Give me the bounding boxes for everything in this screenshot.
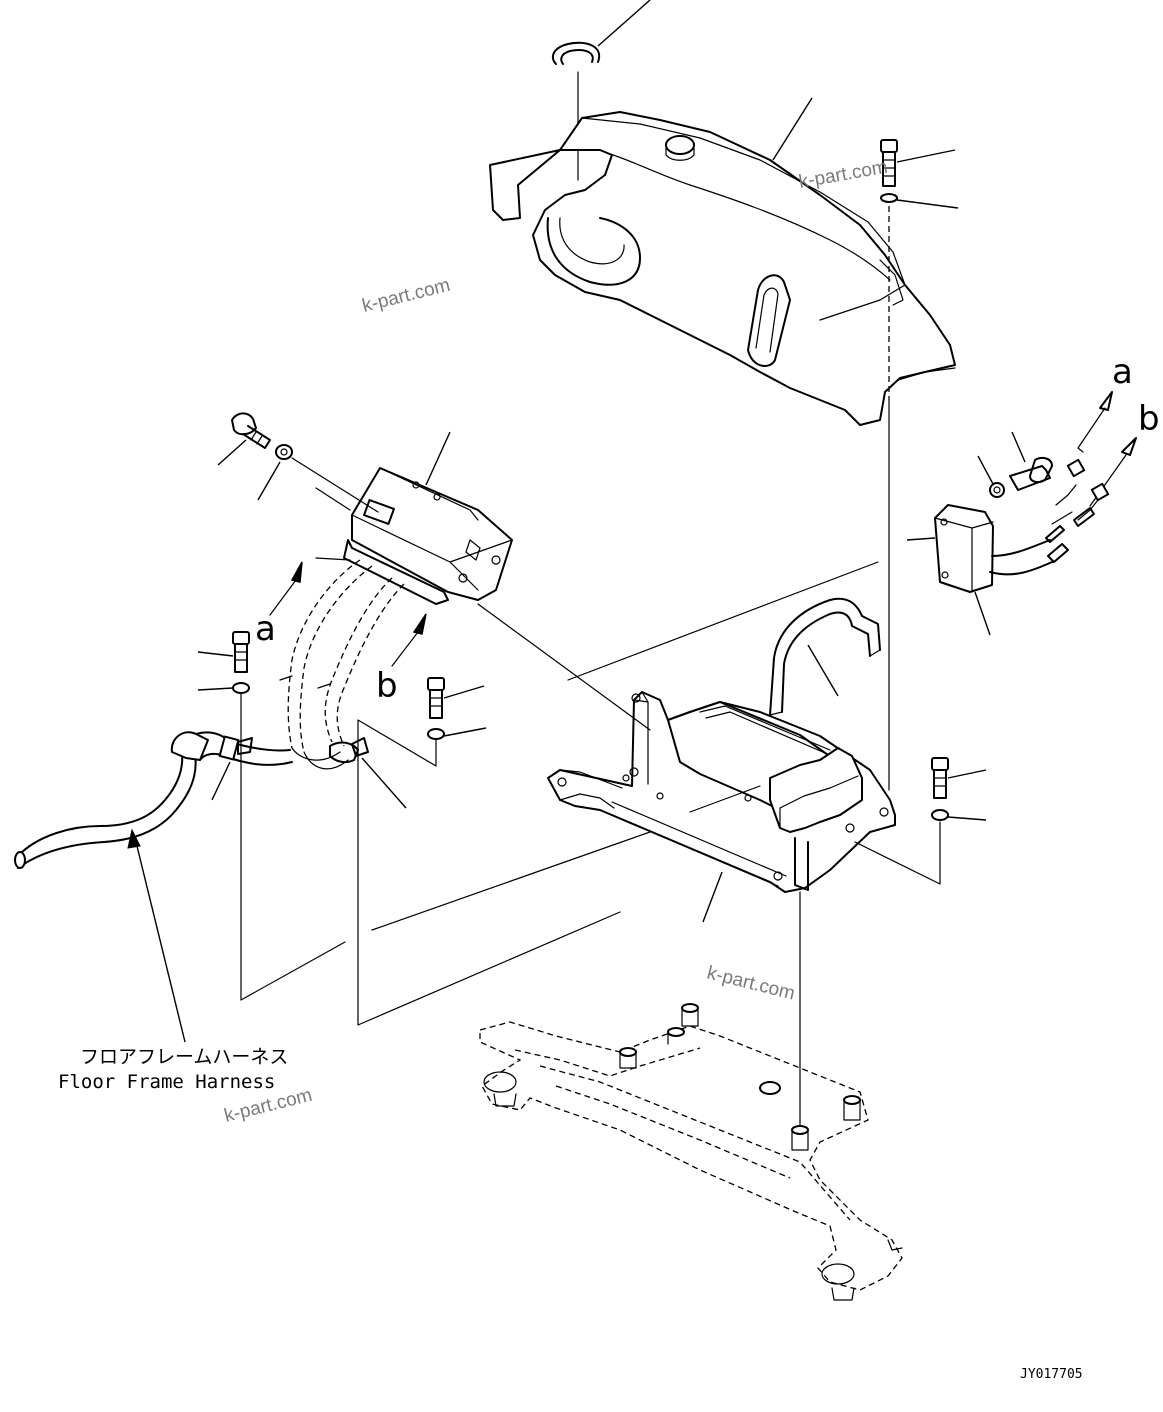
watermark-3: k-part.com (705, 962, 797, 1004)
callout-left: a b (255, 557, 427, 706)
harness-label: フロアフレームハーネス Floor Frame Harness (58, 1046, 288, 1093)
harness-label-japanese: フロアフレームハーネス (80, 1046, 288, 1068)
drawing-code: JY017705 (1020, 1367, 1083, 1382)
callout-upper-right: a b (1077, 352, 1160, 507)
floor-frame (479, 1003, 903, 1301)
harness-wires (279, 559, 405, 770)
callout-b-left: b (376, 666, 398, 706)
watermark-2: k-part.com (360, 275, 452, 317)
mounting-tray (371, 561, 896, 931)
harness-label-english: Floor Frame Harness (58, 1071, 275, 1093)
watermark-1: k-part.com (797, 157, 889, 193)
callout-a-left: a (255, 609, 276, 649)
callout-a-upper: a (1112, 352, 1133, 392)
bolt-right-mid (854, 757, 987, 885)
bolt-top-right (880, 139, 959, 791)
relay-box (906, 458, 1110, 636)
handle-bracket (769, 597, 881, 716)
bolt-relay (977, 431, 1053, 498)
floor-frame-harness (14, 731, 407, 1043)
upper-cover (489, 97, 956, 426)
bolt-center (357, 677, 621, 1026)
callout-b-upper: b (1138, 399, 1160, 439)
bolt-left-mid (197, 631, 346, 1001)
clip-ring (551, 0, 651, 181)
controller-unit (315, 431, 513, 605)
bolt-left-top (217, 412, 379, 513)
